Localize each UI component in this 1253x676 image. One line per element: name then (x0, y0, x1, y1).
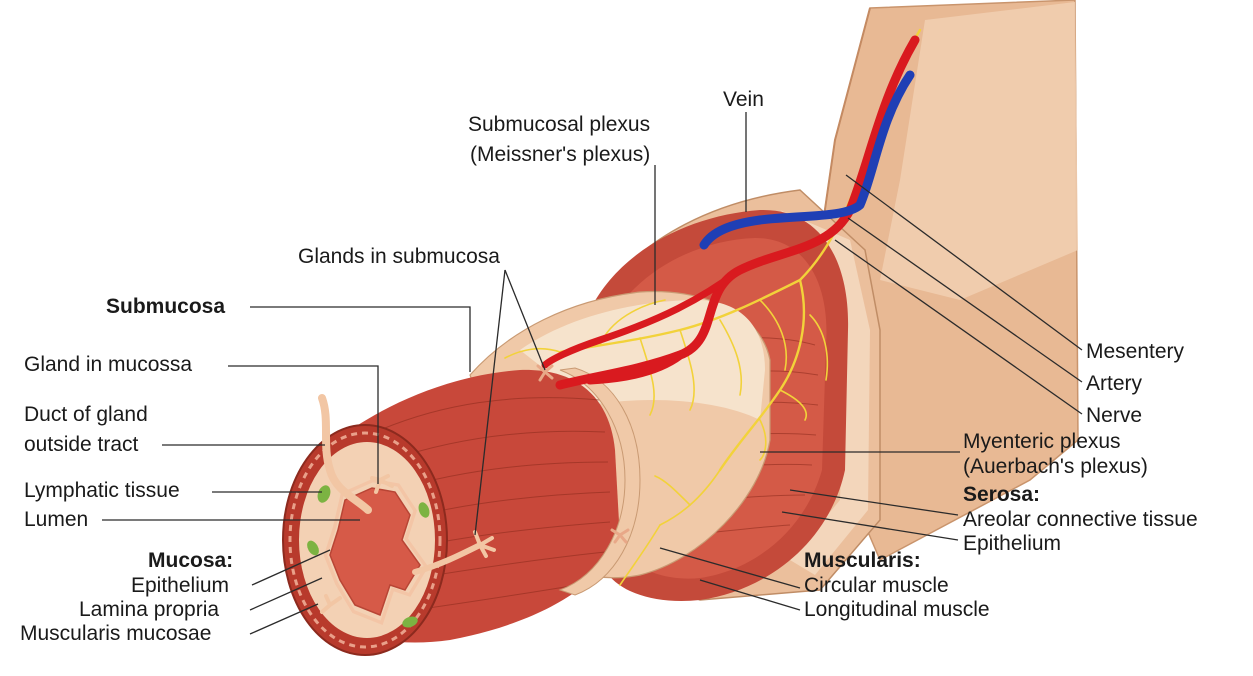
label-serosa-heading: Serosa: (963, 483, 1040, 506)
label-mucosa-heading: Mucosa: (148, 549, 233, 572)
label-submucosal-plexus: Submucosal plexus (468, 113, 650, 136)
label-lumen: Lumen (24, 508, 88, 531)
label-submucosa: Submucosa (106, 295, 225, 318)
label-vein: Vein (723, 88, 764, 111)
label-gland-in-mucosa: Gland in mucossa (24, 353, 192, 376)
label-mesentery: Mesentery (1086, 340, 1185, 363)
leader-submucosa (250, 307, 470, 372)
label-mucosa-epithelium: Epithelium (131, 574, 229, 597)
label-muscularis-heading: Muscularis: (804, 549, 921, 572)
label-circular-muscle: Circular muscle (804, 574, 949, 597)
label-auerbachs-plexus: (Auerbach's plexus) (963, 455, 1148, 478)
label-myenteric-plexus: Myenteric plexus (963, 430, 1121, 453)
label-lymphatic-tissue: Lymphatic tissue (24, 479, 180, 502)
label-outside-tract: outside tract (24, 433, 139, 456)
label-artery: Artery (1086, 372, 1143, 395)
label-muscularis-mucosae: Muscularis mucosae (20, 622, 211, 645)
label-meissners-plexus: (Meissner's plexus) (470, 143, 650, 166)
label-serosa-epithelium: Epithelium (963, 532, 1061, 555)
label-glands-in-submucosa: Glands in submucosa (298, 245, 500, 268)
label-lamina-propria: Lamina propria (79, 598, 219, 621)
label-longitudinal-muscle: Longitudinal muscle (804, 598, 990, 621)
label-areolar-tissue: Areolar connective tissue (963, 508, 1198, 531)
label-duct-of-gland: Duct of gland (24, 403, 148, 426)
label-nerve: Nerve (1086, 404, 1142, 427)
